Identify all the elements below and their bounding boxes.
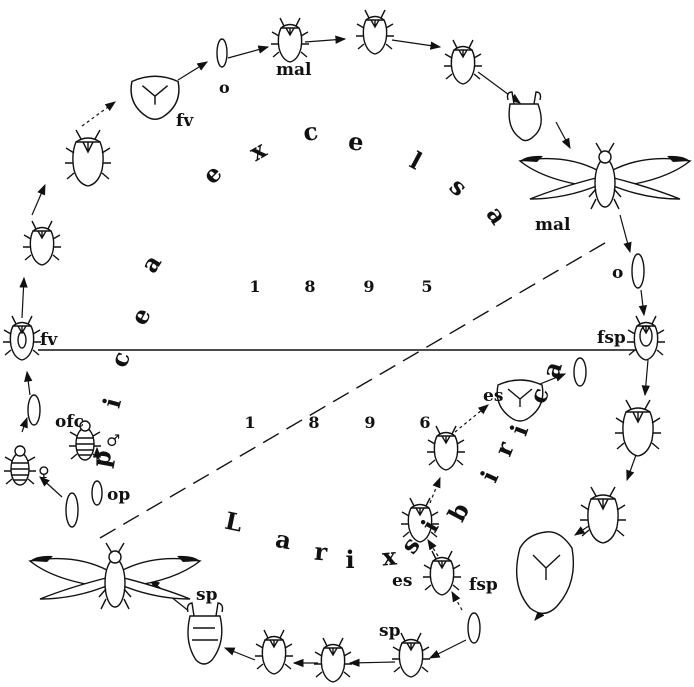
aphid-wingless-icon (356, 10, 394, 54)
label-fv: fv (40, 330, 58, 350)
egg-icon (217, 39, 227, 67)
picea-letter: c (104, 347, 136, 371)
picea-letter: a (134, 249, 167, 278)
larix-letter: a (273, 524, 293, 555)
label-mal: mal (276, 60, 312, 80)
sibirica-letter: i (474, 466, 504, 487)
aphid-wingless-icon (23, 221, 61, 265)
label-es: es (483, 386, 503, 406)
larix-letter: r (313, 537, 328, 567)
year-1896-letter: 8 (308, 413, 319, 432)
label-mal: mal (535, 215, 571, 235)
label-sp: sp (196, 585, 218, 605)
female-symbol: ♀ (38, 463, 50, 482)
picea-letter: p (86, 448, 117, 470)
aphid-wingless-icon (65, 130, 111, 186)
label-sp: sp (379, 621, 401, 641)
excelsa-letter: e (347, 126, 366, 157)
excelsa-letter: l (405, 146, 427, 176)
nymph-icon (508, 92, 542, 141)
year-1896-letter: 6 (419, 413, 430, 432)
aphid-wingless-icon (271, 18, 309, 62)
larix-letter: i (345, 545, 354, 574)
excelsa-letter: a (481, 200, 514, 229)
aphid-wingless-icon (314, 638, 352, 682)
aphid-wingless-icon (615, 400, 661, 456)
excelsa-letter: c (301, 116, 320, 147)
excelsa-letter: x (244, 134, 271, 167)
label-op: op (107, 485, 130, 505)
nymph-icon (4, 446, 36, 485)
sibirica-letter: r (488, 437, 520, 460)
aphid-wingless-icon (444, 40, 482, 84)
picea-letter: e (124, 302, 157, 329)
aphid-wingless-icon (255, 630, 293, 674)
label-o: o (612, 263, 623, 283)
egg-icon (28, 395, 40, 425)
excelsa-letter: s (444, 171, 473, 202)
excelsa-letter: e (196, 158, 227, 189)
year-1895-letter: 5 (421, 277, 432, 296)
egg-icon (574, 358, 586, 386)
year-1895-letter: 8 (304, 277, 315, 296)
aphid-wingless-icon (423, 551, 461, 595)
label-fv: fv (176, 111, 194, 131)
label-fsp: fsp (597, 328, 626, 348)
sibirica-letter: i (504, 421, 534, 439)
year-1895-letter: 9 (363, 277, 374, 296)
year-1895-letter: 1 (249, 277, 260, 296)
aphid-wingless-icon (427, 426, 465, 470)
label-ofc: ofc (55, 412, 84, 432)
sibirica-letter: a (536, 358, 568, 381)
sibirica-letter: b (442, 498, 475, 526)
aphid-winged-icon (520, 143, 690, 209)
egg-icon (92, 481, 102, 505)
label-es: es (392, 571, 412, 591)
larix-letter: L (222, 506, 245, 538)
year-1896-letter: 9 (364, 413, 375, 432)
male-symbol: ♂ (106, 431, 120, 450)
picea-letter: i (97, 395, 127, 411)
aphid-wingless-icon (3, 316, 41, 360)
egg-icon (632, 254, 644, 288)
gall-icon (131, 76, 179, 119)
aphid-wingless-icon (627, 316, 665, 360)
year-1896-letter: 1 (244, 413, 255, 432)
aphid-wingless-icon (580, 487, 626, 543)
nymph-icon (188, 603, 223, 664)
larix-letter: x (381, 541, 398, 571)
label-fsp: fsp (469, 575, 498, 595)
gall-icon (517, 532, 574, 614)
egg-icon (468, 613, 480, 643)
egg-icon (66, 493, 78, 527)
label-o: o (219, 78, 230, 97)
